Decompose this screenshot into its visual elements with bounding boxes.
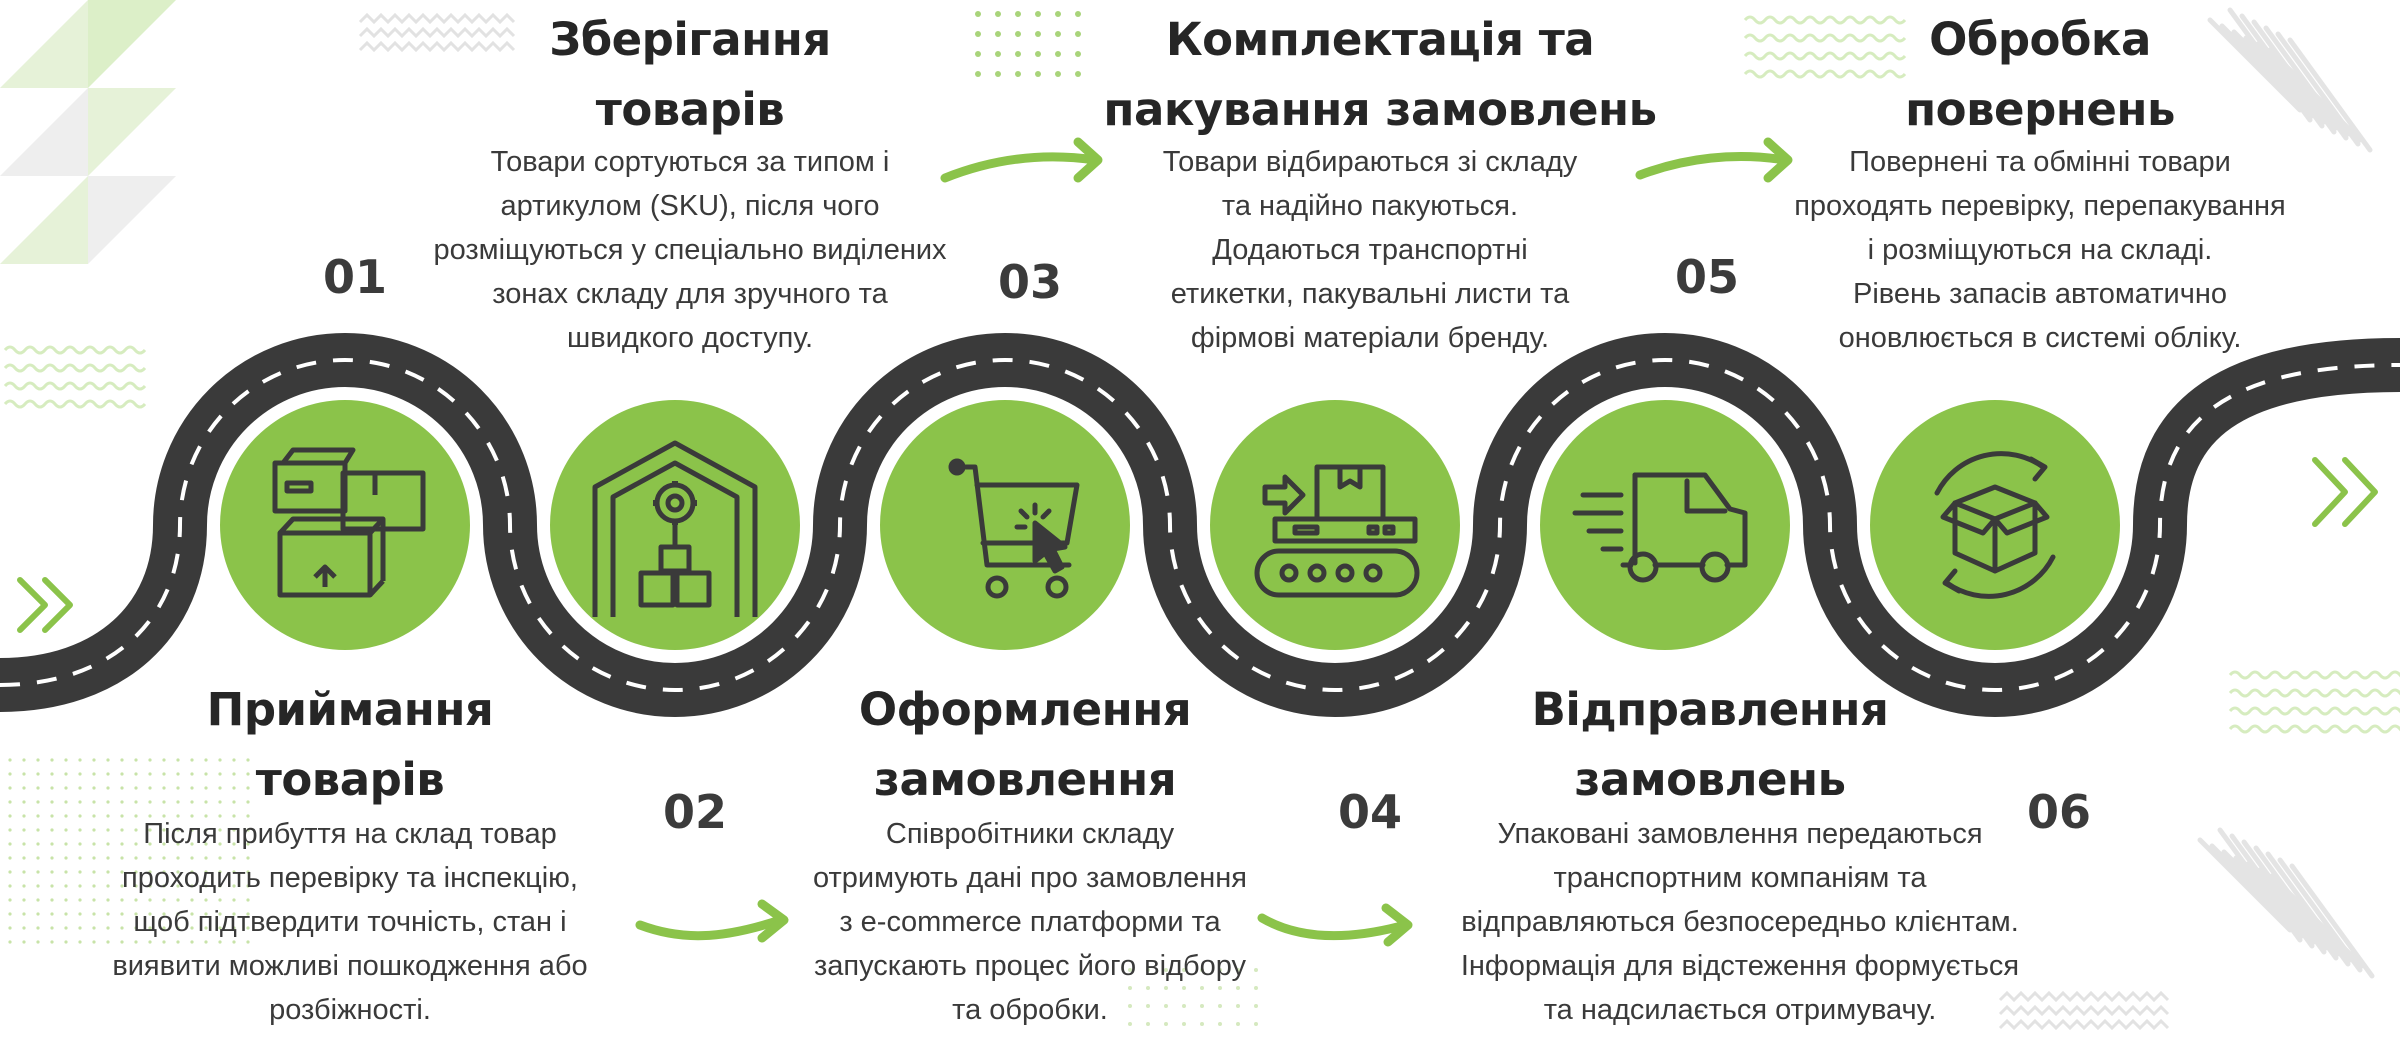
arrow-3-to-4-icon <box>940 137 1103 183</box>
step-6-number: 06 <box>2026 785 2091 839</box>
scribble-bottom-right <box>2197 827 2375 979</box>
wave-pattern-top-right <box>1743 15 1907 79</box>
left-chevrons-icon <box>17 577 73 633</box>
wave-pattern-right <box>2228 670 2400 734</box>
dot-pattern-bottom-left <box>8 758 250 944</box>
step-4-circle <box>1210 400 1460 650</box>
right-chevrons-icon <box>2312 457 2378 527</box>
step-4-number: 04 <box>1337 785 1402 839</box>
zigzag-pattern-bottom <box>1998 990 2170 1031</box>
step-2-number: 02 <box>662 785 727 839</box>
arrow-5-to-6-icon <box>1635 137 1793 183</box>
wave-pattern-left <box>3 345 147 409</box>
arrow-2-to-3-icon <box>635 899 789 943</box>
step-5-circle <box>1540 400 1790 650</box>
arrow-4-to-5-icon <box>1257 903 1413 947</box>
delivery-truck-icon <box>1572 472 1748 583</box>
dot-pattern-top <box>975 11 1081 77</box>
dot-pattern-bottom-mid <box>1128 968 1258 1026</box>
step-3-number: 03 <box>997 255 1062 309</box>
step-3-circle <box>880 400 1130 650</box>
step-5-number: 05 <box>1674 250 1739 304</box>
road-dashes <box>0 358 2400 692</box>
return-box-icon <box>1934 451 2056 599</box>
zigzag-pattern-top <box>358 12 516 53</box>
warehouse-icon <box>592 440 758 617</box>
scribble-top-right <box>2207 7 2373 153</box>
stacked-boxes-icon <box>272 447 426 598</box>
shopping-cart-icon <box>948 458 1080 599</box>
triangle-pattern <box>0 0 176 264</box>
step-1-number: 01 <box>322 250 387 304</box>
conveyor-icon <box>1254 464 1420 598</box>
